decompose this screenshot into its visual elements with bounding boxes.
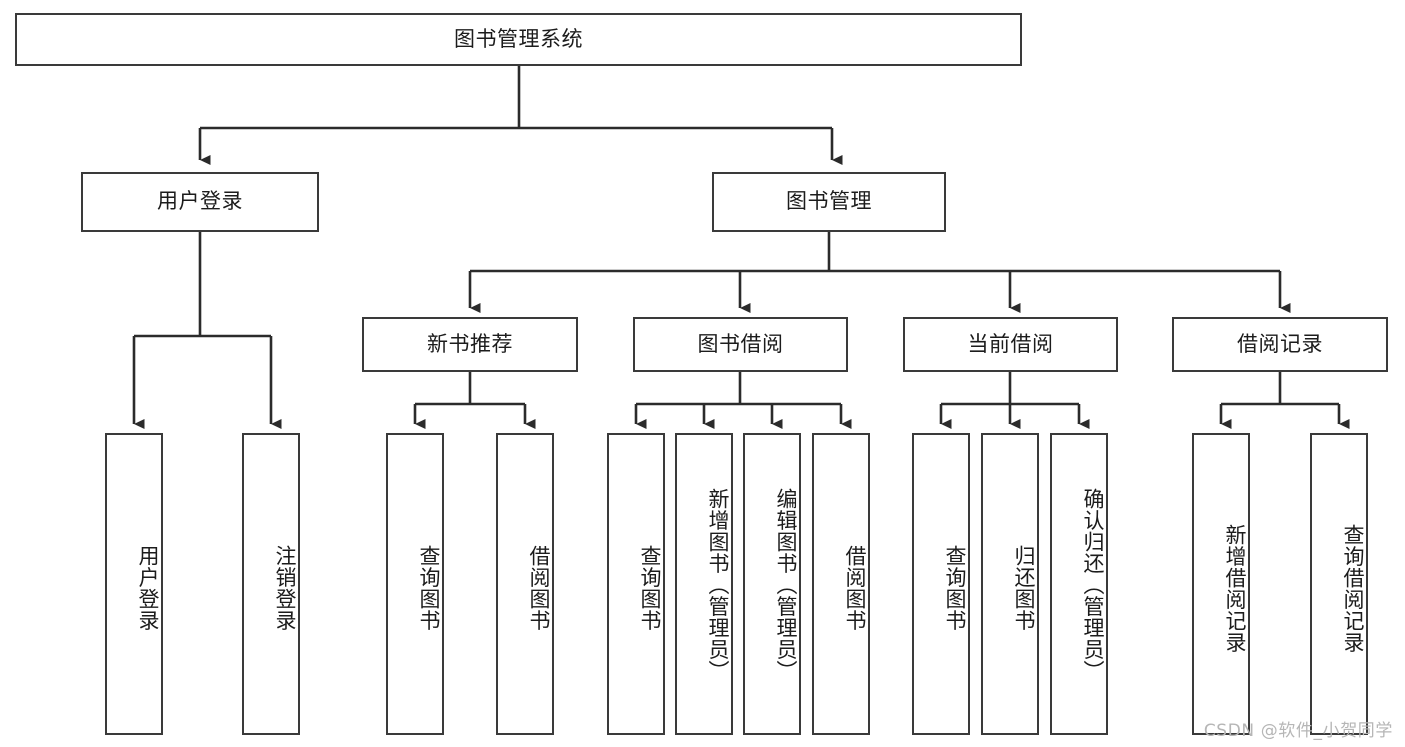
leaf-user-login-login[interactable]: 用户登录 <box>105 433 163 735</box>
leaf-book-borrow-add-book-admin[interactable]: 新增图书（管理员） <box>675 433 733 735</box>
node-label: 用户登录 <box>136 545 160 631</box>
leaf-current-borrow-return-books[interactable]: 归还图书 <box>981 433 1039 735</box>
node-label: 图书管理系统 <box>454 26 583 51</box>
node-new-book-recommend[interactable]: 新书推荐 <box>362 317 578 372</box>
node-borrow-record[interactable]: 借阅记录 <box>1172 317 1388 372</box>
node-label: 新增借阅记录 <box>1223 523 1247 653</box>
node-label: 当前借阅 <box>967 331 1054 356</box>
node-label: 用户登录 <box>157 189 243 214</box>
node-label: 查询图书 <box>943 545 967 631</box>
csdn-watermark: CSDN @软件_小贺同学 <box>1203 721 1393 741</box>
leaf-user-login-logout[interactable]: 注销登录 <box>242 433 300 735</box>
node-label: 查询图书 <box>417 545 441 631</box>
node-label: 查询借阅记录 <box>1341 523 1365 653</box>
leaf-borrow-record-add-record[interactable]: 新增借阅记录 <box>1192 433 1250 735</box>
leaf-current-borrow-query-books[interactable]: 查询图书 <box>912 433 970 735</box>
leaf-new-book-borrow-books[interactable]: 借阅图书 <box>496 433 554 735</box>
leaf-book-borrow-query-books[interactable]: 查询图书 <box>607 433 665 735</box>
node-current-borrow[interactable]: 当前借阅 <box>903 317 1118 372</box>
node-label: 借阅记录 <box>1237 331 1323 356</box>
node-user-login[interactable]: 用户登录 <box>81 172 319 232</box>
node-label: 借阅图书 <box>527 545 551 631</box>
node-label: 注销登录 <box>273 545 297 631</box>
node-label: 编辑图书（管理员） <box>774 488 798 682</box>
node-label: 新增图书（管理员） <box>706 488 730 682</box>
node-book-management[interactable]: 图书管理 <box>712 172 946 232</box>
node-label: 图书借阅 <box>697 331 784 356</box>
node-label: 新书推荐 <box>427 331 513 356</box>
node-label: 图书管理 <box>786 189 872 214</box>
leaf-new-book-query-books[interactable]: 查询图书 <box>386 433 444 735</box>
node-root-book-management-system[interactable]: 图书管理系统 <box>15 13 1022 66</box>
leaf-borrow-record-query-record[interactable]: 查询借阅记录 <box>1310 433 1368 735</box>
leaf-current-borrow-confirm-return-admin[interactable]: 确认归还（管理员） <box>1050 433 1108 735</box>
node-label: 借阅图书 <box>843 545 867 631</box>
leaf-book-borrow-edit-book-admin[interactable]: 编辑图书（管理员） <box>743 433 801 735</box>
node-label: 确认归还（管理员） <box>1081 488 1105 682</box>
leaf-book-borrow-borrow-books[interactable]: 借阅图书 <box>812 433 870 735</box>
node-label: 归还图书 <box>1012 545 1036 631</box>
node-book-borrow[interactable]: 图书借阅 <box>633 317 848 372</box>
node-label: 查询图书 <box>638 545 662 631</box>
